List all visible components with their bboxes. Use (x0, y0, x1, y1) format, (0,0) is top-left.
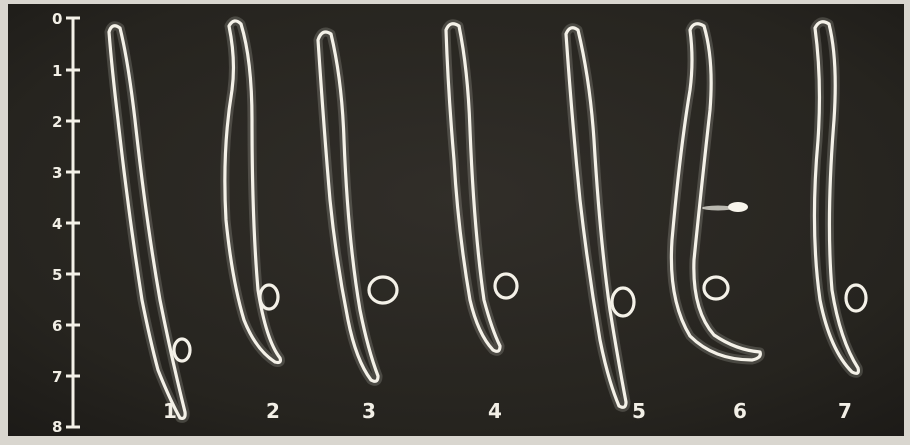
scale-label: 3 (52, 164, 62, 182)
scale-label: 5 (52, 266, 62, 284)
specimen-label: 3 (362, 399, 376, 423)
specimen-label: 6 (733, 399, 747, 423)
specimen-label: 4 (488, 399, 502, 423)
specimen-label: 5 (632, 399, 646, 423)
specimen-label: 2 (266, 399, 280, 423)
light-flare-streak (702, 206, 734, 211)
scale-label: 7 (52, 368, 62, 386)
scale-label: 6 (52, 317, 62, 335)
specimen-label: 7 (838, 399, 852, 423)
specimen-label: 1 (163, 399, 177, 423)
scale-label: 4 (52, 215, 62, 233)
scale-label: 2 (52, 113, 62, 131)
scale-label: 8 (52, 418, 62, 436)
scale-label: 1 (52, 62, 62, 80)
scale-label: 0 (52, 10, 62, 28)
